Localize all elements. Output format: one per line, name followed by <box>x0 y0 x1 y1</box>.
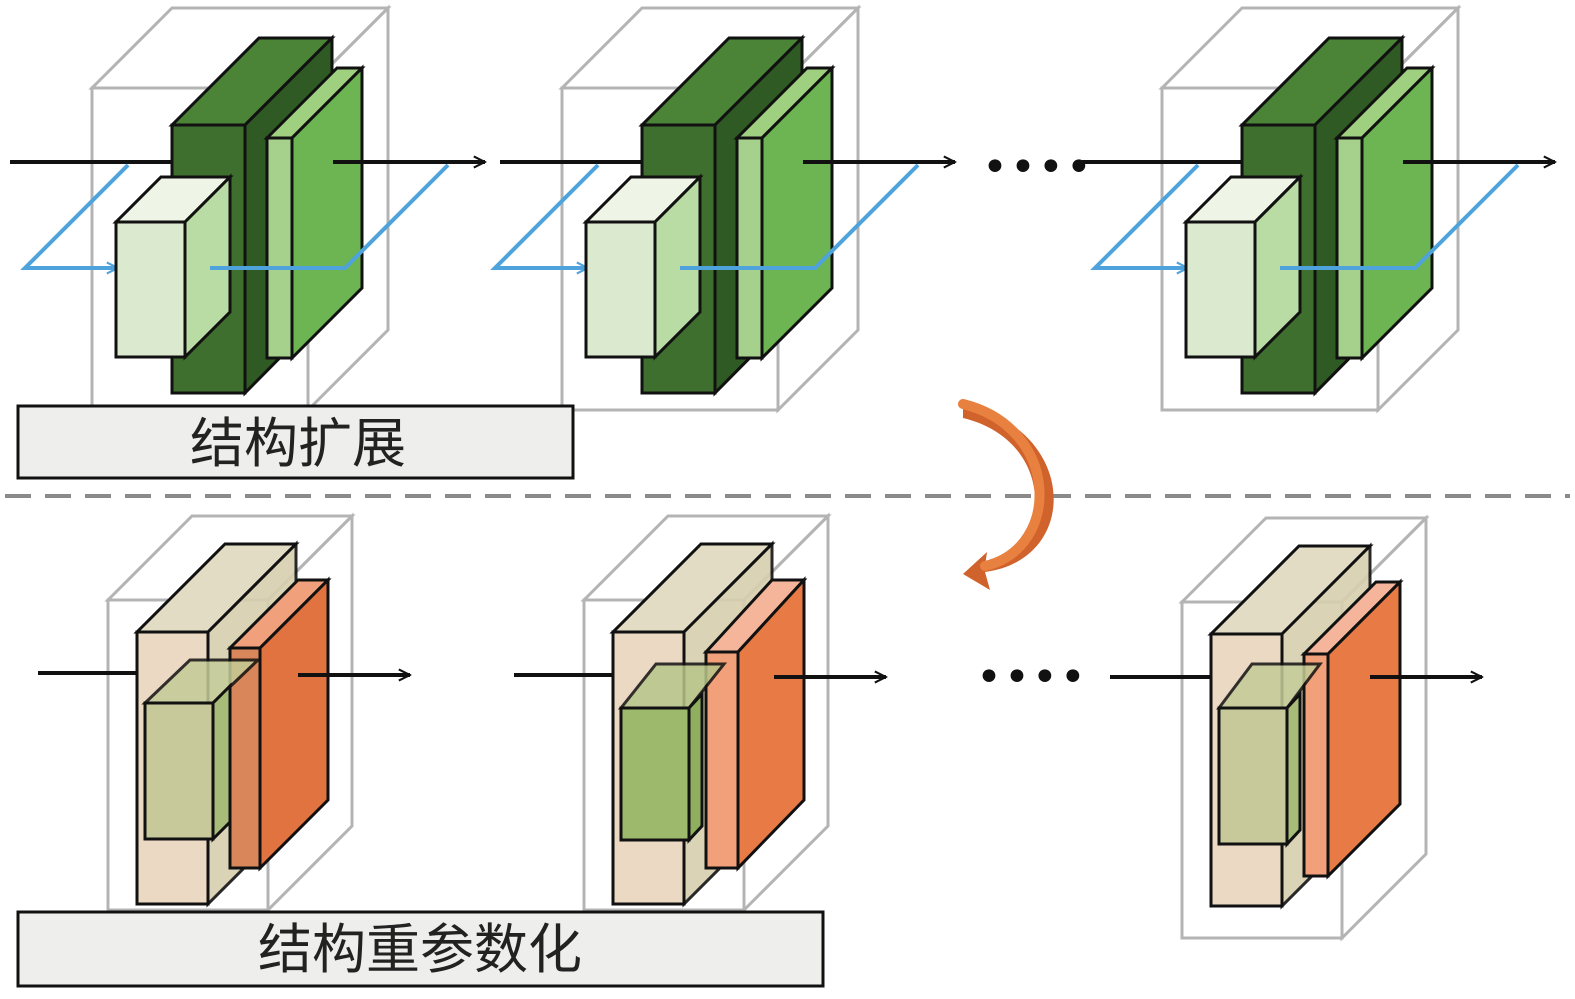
reparam-block-1 <box>38 512 410 914</box>
top-ellipsis: •••• <box>982 142 1094 193</box>
bottom-ellipsis: •••• <box>976 652 1088 703</box>
expanded-block-3 <box>1082 4 1555 414</box>
expanded-block-2 <box>490 4 955 414</box>
top-label: 结构扩展 <box>190 412 406 475</box>
expanded-block-1 <box>10 4 485 414</box>
top-label-box: 结构扩展 <box>16 404 575 480</box>
reparam-arrow <box>958 399 1054 590</box>
reparam-block-2 <box>514 512 886 914</box>
bottom-label: 结构重参数化 <box>258 918 582 981</box>
reparam-block-3 <box>1110 514 1482 942</box>
bottom-label-box: 结构重参数化 <box>16 910 825 988</box>
